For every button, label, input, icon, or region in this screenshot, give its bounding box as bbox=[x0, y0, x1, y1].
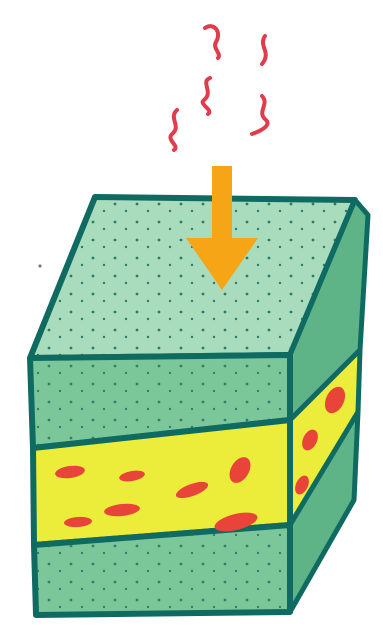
wavy-line-icon bbox=[252, 96, 267, 134]
wavy-line-icon bbox=[262, 36, 266, 64]
wavy-line-icon bbox=[203, 78, 210, 114]
wavy-line-icon bbox=[205, 26, 219, 58]
wavy-line-icon bbox=[170, 110, 177, 150]
speck bbox=[38, 264, 41, 267]
wavy-lines bbox=[170, 26, 267, 150]
